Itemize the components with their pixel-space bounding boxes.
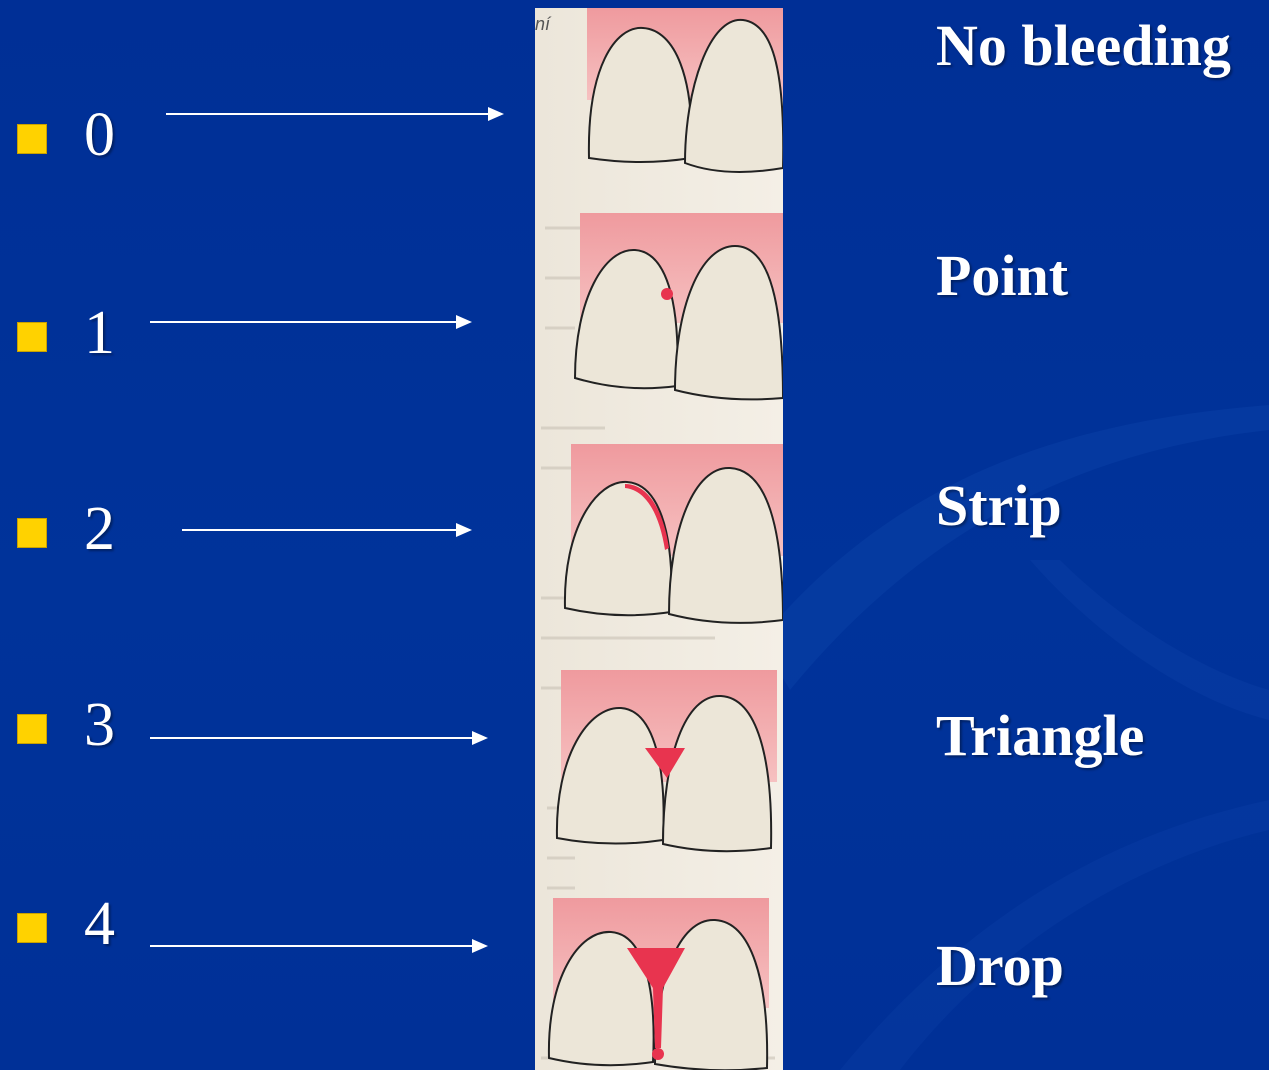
- arrow-2: [182, 521, 472, 539]
- score-4: 4: [84, 893, 115, 955]
- label-point: Point: [936, 244, 1068, 308]
- score-1: 1: [84, 302, 115, 364]
- corner-text: ní: [535, 14, 552, 34]
- arrow-3: [150, 729, 488, 747]
- label-triangle: Triangle: [936, 704, 1144, 768]
- label-drop: Drop: [936, 934, 1064, 998]
- panel-strip: [565, 444, 783, 623]
- label-strip: Strip: [936, 474, 1062, 538]
- panel-drop: [549, 898, 769, 1070]
- panel-no-bleeding: [587, 8, 783, 172]
- bullet-icon: [17, 322, 47, 352]
- arrow-4: [150, 937, 488, 955]
- score-3: 3: [84, 694, 115, 756]
- score-0: 0: [84, 104, 115, 166]
- bullet-icon: [17, 518, 47, 548]
- score-2: 2: [84, 498, 115, 560]
- bullet-icon: [17, 714, 47, 744]
- label-no-bleeding: No bleeding: [936, 14, 1231, 78]
- bullet-icon: [17, 913, 47, 943]
- bullet-icon: [17, 124, 47, 154]
- bleeding-illustration: ní: [535, 8, 783, 1070]
- arrow-0: [166, 105, 504, 123]
- panel-triangle: [557, 670, 777, 851]
- panel-point: [575, 213, 783, 399]
- arrow-1: [150, 313, 472, 331]
